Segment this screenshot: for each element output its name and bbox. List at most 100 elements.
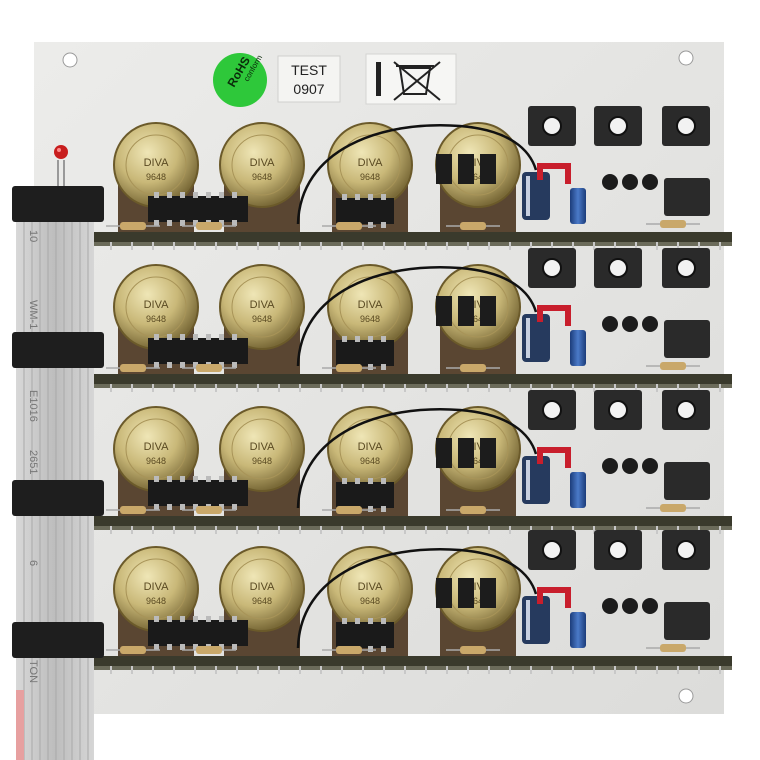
resistor: [460, 364, 486, 372]
pot-code: 9648: [252, 172, 272, 182]
small-transistor: [602, 598, 618, 614]
pcb-edge: [92, 232, 732, 242]
ic-pin: [368, 364, 373, 370]
solder-pin: [257, 526, 259, 534]
pot-code: 9648: [146, 456, 166, 466]
ic-pin: [167, 644, 172, 650]
solder-pin: [467, 242, 469, 250]
red-jumper: [537, 163, 571, 184]
pot-marking: DIVA: [358, 157, 384, 169]
ic-pin: [368, 478, 373, 484]
solder-pin: [152, 526, 154, 534]
resistor: [120, 222, 146, 230]
ic-pin: [167, 220, 172, 226]
solder-pin: [110, 242, 112, 250]
pot-code: 9648: [360, 314, 380, 324]
solder-pin: [215, 242, 217, 250]
solder-pin: [656, 242, 658, 250]
pcb-edge: [92, 516, 732, 526]
red-jumper: [537, 447, 571, 468]
ic-pin: [180, 504, 185, 510]
ic-pin: [219, 476, 224, 482]
rohs-sticker: RoHS conform: [213, 53, 267, 107]
pot-code: 9648: [468, 596, 488, 606]
ic-pin: [381, 222, 386, 228]
film-capacitor: [570, 612, 586, 648]
solder-pin: [299, 666, 301, 674]
pot-code: 9648: [252, 314, 272, 324]
solder-pin: [572, 242, 574, 250]
ic-pin: [167, 616, 172, 622]
solder-pin: [194, 526, 196, 534]
ic-chip: [148, 196, 248, 222]
ic-pin: [154, 334, 159, 340]
ic-pin: [219, 616, 224, 622]
pot-marking: DIVA: [144, 299, 170, 311]
jack-hole: [542, 258, 562, 278]
jack-socket: [664, 178, 710, 216]
pot-code: 9648: [468, 456, 488, 466]
solder-pin: [530, 242, 532, 250]
solder-pin: [131, 242, 133, 250]
ic-pin: [219, 504, 224, 510]
jack-hole: [676, 540, 696, 560]
solder-pin: [383, 526, 385, 534]
small-transistor: [622, 458, 638, 474]
ic-pin: [206, 192, 211, 198]
jack-hole: [676, 258, 696, 278]
ic-chip-small: [336, 198, 394, 224]
pcb-edge: [92, 374, 732, 384]
solder-pin: [362, 242, 364, 250]
pot-marking: DIVA: [250, 157, 276, 169]
solder-pin: [551, 242, 553, 250]
solder-pin: [173, 526, 175, 534]
resistor: [460, 222, 486, 230]
ic-pin: [355, 194, 360, 200]
ic-pin: [355, 336, 360, 342]
ic-pin: [355, 478, 360, 484]
pcb-lower-edge: [92, 242, 732, 246]
transistor: [458, 296, 474, 326]
solder-pin: [614, 242, 616, 250]
ic-pin: [193, 616, 198, 622]
solder-pin: [446, 242, 448, 250]
solder-pin: [131, 384, 133, 392]
transistor: [480, 578, 496, 608]
solder-pin: [341, 526, 343, 534]
ic-pin: [154, 192, 159, 198]
solder-pin: [278, 666, 280, 674]
ic-pin: [154, 220, 159, 226]
small-transistor: [622, 174, 638, 190]
ic-pin: [232, 504, 237, 510]
transistor: [458, 154, 474, 184]
ic-pin: [167, 362, 172, 368]
pot-marking: DIVA: [358, 441, 384, 453]
solder-pin: [446, 666, 448, 674]
solder-pin: [635, 666, 637, 674]
solder-pin: [593, 666, 595, 674]
red-jumper: [537, 305, 571, 326]
solder-pin: [152, 384, 154, 392]
transistor: [480, 154, 496, 184]
solder-pin: [278, 242, 280, 250]
film-capacitor: [570, 188, 586, 224]
ic-chip-small: [336, 482, 394, 508]
solder-pin: [257, 666, 259, 674]
capacitor-stripe: [526, 176, 530, 216]
solder-pin: [719, 666, 721, 674]
solder-pin: [467, 526, 469, 534]
solder-pin: [320, 666, 322, 674]
solder-pin: [173, 242, 175, 250]
solder-pin: [257, 242, 259, 250]
ic-pin: [342, 618, 347, 624]
solder-pin: [467, 666, 469, 674]
pot-code: 9648: [252, 456, 272, 466]
pcb-lower-edge: [92, 384, 732, 388]
pot-marking: DIVA: [144, 441, 170, 453]
ic-pin: [180, 220, 185, 226]
resistor: [660, 220, 686, 228]
solder-pin: [341, 242, 343, 250]
jack-socket: [664, 320, 710, 358]
